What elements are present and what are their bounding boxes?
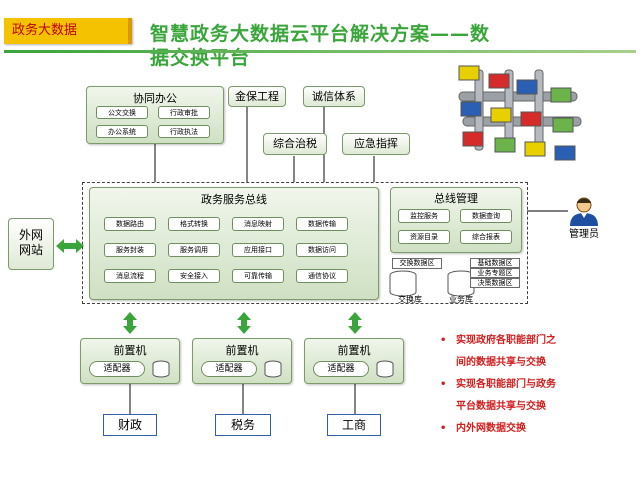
biz-area: 决策数据区	[470, 278, 520, 288]
dept-box: 工商	[327, 414, 381, 436]
bullet-line: 间的数据共享与交换	[456, 357, 546, 368]
title-line-1: 智慧政务大数据云平台解决方案——数	[150, 23, 491, 45]
biz-db-label: 业务库	[449, 295, 473, 304]
bus-mgmt-title: 总线管理	[434, 192, 478, 205]
bus-mgmt-item: 综合报表	[460, 230, 512, 244]
network-illustration	[458, 65, 582, 161]
service-bus-item: 数据访问	[296, 243, 348, 257]
service-bus-item: 可靠传输	[232, 269, 284, 283]
bullet-line: 实现各职能部门与政务	[456, 379, 556, 390]
bullet-line: 平台数据共享与交换	[456, 401, 546, 412]
service-bus-item: 服务封装	[104, 243, 156, 257]
adapter-box: 适配器	[201, 361, 257, 377]
bullet-list: • 实现政府各职能部门之 间的数据共享与交换 • 实现各职能部门与政务 平台数据…	[440, 330, 635, 440]
title-underline	[4, 50, 636, 53]
cowork-item: 行政执法	[158, 125, 210, 138]
dept-box: 财政	[103, 414, 157, 436]
bus-mgmt-item: 数据查询	[460, 209, 512, 223]
exchange-data-area: 交换数据区	[392, 258, 442, 269]
service-bus-item: 消息流程	[104, 269, 156, 283]
exchange-db-icon	[389, 270, 417, 297]
platform-container	[82, 182, 528, 304]
db-icon	[376, 360, 394, 378]
service-bus-item: 数据传输	[296, 217, 348, 231]
external-website-line-2: 网站	[18, 243, 43, 257]
jinbao-box: 金保工程	[228, 86, 286, 107]
adapter-box: 适配器	[313, 361, 369, 377]
admin-label: 管理员	[569, 229, 599, 240]
admin-user-icon	[570, 197, 598, 226]
db-icon	[152, 360, 170, 378]
cowork-item: 公文交换	[96, 106, 148, 119]
front-machine-title: 前置机	[113, 344, 147, 357]
service-bus-item: 应用接口	[232, 243, 284, 257]
service-bus-item: 安全接入	[168, 269, 220, 283]
bullet-line: 内外网数据交换	[456, 423, 526, 434]
bullet-item: • 内外网数据交换	[440, 418, 635, 440]
zonghe-box: 综合治税	[263, 133, 327, 155]
front-machine-title: 前置机	[337, 344, 371, 357]
service-bus-item: 格式转换	[168, 217, 220, 231]
adapter-box: 适配器	[89, 361, 145, 377]
bus-mgmt-item: 监控服务	[398, 209, 450, 223]
yingji-box: 应急指挥	[342, 133, 410, 155]
service-bus-item: 通信协议	[296, 269, 348, 283]
service-bus-title: 政务服务总线	[201, 193, 267, 206]
bus-mgmt-item: 资源目录	[398, 230, 450, 244]
dept-box: 税务	[215, 414, 271, 436]
cowork-item: 办公系统	[96, 125, 148, 138]
service-bus-item: 消息映射	[232, 217, 284, 231]
cowork-title: 协同办公	[133, 92, 177, 105]
bullet-item: • 实现各职能部门与政务 平台数据共享与交换	[440, 374, 635, 418]
biz-area: 基础数据区	[470, 258, 520, 268]
bullet-item: • 实现政府各职能部门之 间的数据共享与交换	[440, 330, 635, 374]
exchange-db-label: 交换库	[398, 295, 422, 304]
bullet-line: 实现政府各职能部门之	[456, 335, 556, 346]
external-website-line-1: 外网	[18, 228, 43, 242]
chengxin-box: 诚信体系	[303, 86, 365, 107]
cowork-item: 行政审批	[158, 106, 210, 119]
biz-area: 业务专题区	[470, 268, 520, 278]
biz-db-icon	[447, 270, 475, 297]
section-tag: 政务大数据	[4, 18, 132, 44]
front-machine-title: 前置机	[225, 344, 259, 357]
service-bus-item: 数据路由	[104, 217, 156, 231]
db-icon	[264, 360, 282, 378]
external-website-box: 外网 网站	[8, 218, 54, 270]
service-bus-item: 服务调用	[168, 243, 220, 257]
